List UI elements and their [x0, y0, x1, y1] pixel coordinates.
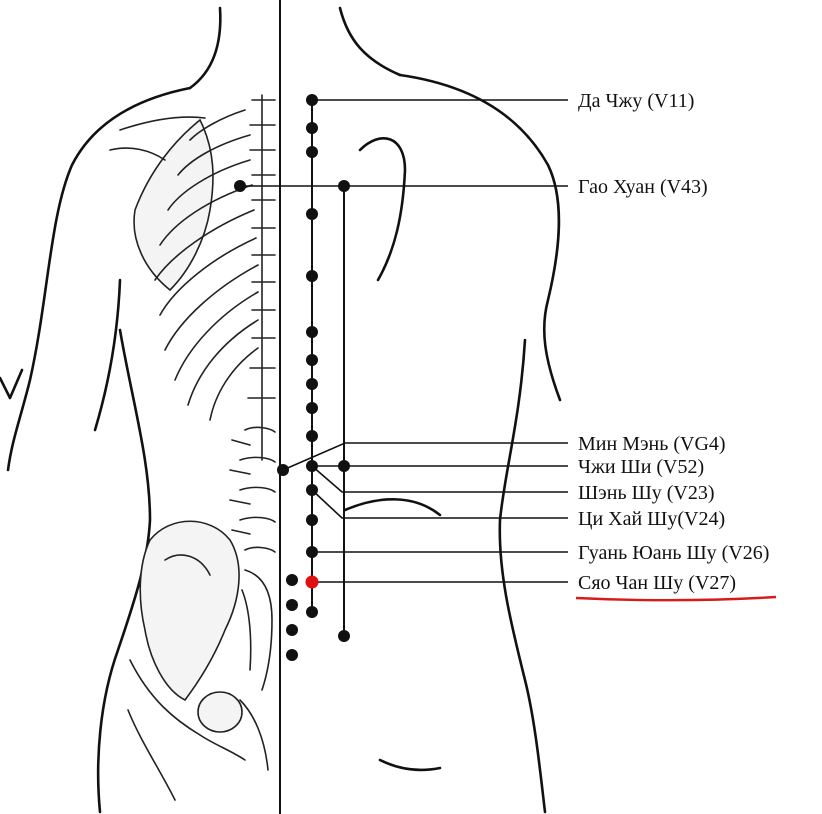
acupoint	[306, 326, 318, 338]
acupoint	[338, 630, 350, 642]
acupoint	[306, 270, 318, 282]
acupoint	[306, 430, 318, 442]
point-V11	[306, 94, 318, 106]
point-V24	[306, 484, 318, 496]
acupoint	[306, 146, 318, 158]
label-V26: Гуань Юань Шу (V26)	[578, 542, 769, 564]
point-V43	[338, 180, 350, 192]
label-V52: Чжи Ши (V52)	[578, 456, 704, 478]
leader-V23	[312, 466, 568, 492]
acupoint	[286, 574, 298, 586]
label-V11: Да Чжу (V11)	[578, 90, 694, 112]
acupoints	[234, 94, 350, 661]
point-VG4	[277, 464, 289, 476]
point-V23	[306, 460, 318, 472]
acupoint	[306, 122, 318, 134]
acupoint	[286, 649, 298, 661]
acupoint	[286, 599, 298, 611]
label-V43: Гао Хуан (V43)	[578, 176, 708, 198]
point-V26	[306, 546, 318, 558]
acupoint	[306, 354, 318, 366]
acupoint	[306, 208, 318, 220]
acupoint	[306, 514, 318, 526]
point-V27-highlighted	[306, 576, 319, 589]
acupoint	[286, 624, 298, 636]
acupoint	[306, 402, 318, 414]
label-V27: Сяо Чан Шу (V27)	[578, 572, 736, 594]
point-V43-left	[234, 180, 246, 192]
label-VG4: Мин Мэнь (VG4)	[578, 433, 726, 455]
label-V24: Ци Хай Шу(V24)	[578, 508, 725, 530]
point-labels: Да Чжу (V11) Гао Хуан (V43) Мин Мэнь (VG…	[578, 90, 769, 594]
label-V23: Шэнь Шу (V23)	[578, 482, 715, 504]
acupoint	[306, 378, 318, 390]
highlight-underline	[576, 597, 776, 600]
acupoint	[306, 606, 318, 618]
skeleton-left-half	[110, 95, 275, 800]
point-V52	[338, 460, 350, 472]
